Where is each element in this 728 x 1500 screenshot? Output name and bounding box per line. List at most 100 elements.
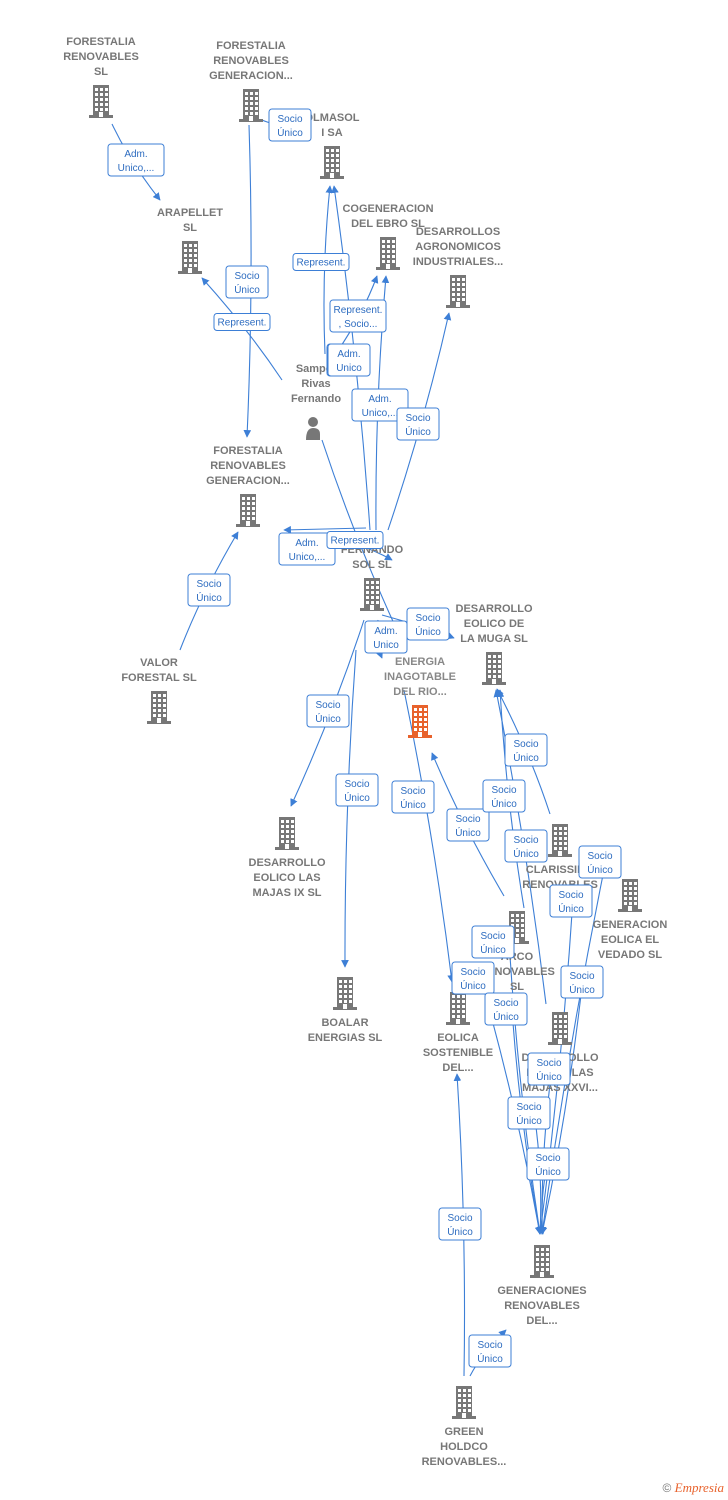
building-icon — [452, 1386, 476, 1419]
node-label: VEDADO SL — [598, 949, 662, 961]
node-label: DEL... — [442, 1062, 473, 1074]
relation-label[interactable]: Represent., Socio... — [329, 299, 387, 333]
node-n1-company[interactable]: FORESTALIA RENOVABLES SL — [63, 36, 139, 118]
node-label: FORESTALIA — [66, 36, 136, 48]
node-label: RENOVABLES — [63, 51, 139, 63]
relation-label[interactable]: Represent. — [213, 313, 271, 331]
brand-logo: Empresia — [674, 1480, 724, 1495]
relation-label[interactable]: Adm.Unico,... — [278, 532, 336, 566]
building-icon — [376, 237, 400, 270]
node-label: RENOVABLES — [210, 460, 286, 472]
node-label: GENERACION — [593, 919, 668, 931]
relation-label-text: Único — [491, 797, 517, 810]
relation-label-text: Único — [516, 1114, 542, 1127]
relation-label[interactable]: Adm.Unico — [327, 343, 371, 377]
relation-label-text: Único — [480, 943, 506, 956]
node-label: SL — [510, 981, 524, 993]
node-label: DESARROLLO — [249, 857, 326, 869]
node-n2-company[interactable]: FORESTALIARENOVABLESGENERACION... — [209, 40, 293, 122]
relation-label-text: Adm. — [295, 538, 318, 549]
node-n20-company[interactable]: GENERACIONESRENOVABLESDEL... — [497, 1245, 587, 1327]
node-label: DEL EBRO SL — [351, 218, 425, 230]
building-icon — [446, 275, 470, 308]
node-label: DESARROLLO — [456, 603, 533, 615]
relation-label-text: Único — [447, 1225, 473, 1238]
node-label: DEL RIO... — [393, 686, 447, 698]
node-label: GENERACIONES — [497, 1285, 586, 1297]
footer-brand: © Empresia — [662, 1480, 724, 1496]
relation-label[interactable]: Adm.Unico,... — [351, 388, 409, 422]
relation-label-text: Socio — [344, 779, 369, 790]
relation-label-text: Único — [460, 979, 486, 992]
relation-label-text: Socio — [477, 1340, 502, 1351]
relation-label[interactable]: Adm.Unico,... — [107, 143, 165, 177]
building-icon — [147, 691, 171, 724]
relation-label-text: Socio — [513, 739, 538, 750]
node-label: SOSTENIBLE — [423, 1047, 493, 1059]
relation-label-text: Socio — [277, 114, 302, 125]
relation-label-text: Único — [234, 283, 260, 296]
relation-label-text: Único — [196, 591, 222, 604]
copyright-icon: © — [662, 1481, 672, 1495]
relation-label-text: Adm. — [368, 394, 391, 405]
relation-label-text: Adm. — [337, 349, 360, 360]
building-icon — [548, 824, 572, 857]
building-icon — [618, 879, 642, 912]
building-icon — [408, 705, 432, 738]
edge-n15-n20 — [539, 859, 607, 1235]
relation-label-text: Único — [587, 863, 613, 876]
node-label: FORESTAL SL — [121, 672, 197, 684]
building-icon — [239, 89, 263, 122]
relation-label-text: Socio — [196, 579, 221, 590]
node-label: MAJAS IX SL — [252, 887, 321, 899]
node-n21-company[interactable]: GREENHOLDCORENOVABLES... — [422, 1386, 507, 1468]
node-n18-company[interactable]: EOLICASOSTENIBLEDEL... — [423, 992, 493, 1074]
node-label: I SA — [321, 127, 342, 139]
relation-label-text: Socio — [415, 613, 440, 624]
relation-label[interactable]: Represent. — [292, 253, 350, 271]
relation-label-text: Represent. — [331, 536, 380, 547]
node-label: SL — [94, 66, 108, 78]
node-label: FORESTALIA — [216, 40, 286, 52]
relation-label[interactable]: Adm.Unico — [364, 620, 408, 654]
node-n6-company[interactable]: DESARROLLOSAGRONOMICOSINDUSTRIALES... — [413, 226, 503, 308]
relation-label[interactable]: Represent. — [326, 531, 384, 549]
relation-label-text: Socio — [516, 1102, 541, 1113]
building-icon — [482, 652, 506, 685]
node-label: CLARISSIMA — [526, 864, 595, 876]
node-n8-company[interactable]: FORESTALIARENOVABLESGENERACION... — [206, 445, 290, 527]
